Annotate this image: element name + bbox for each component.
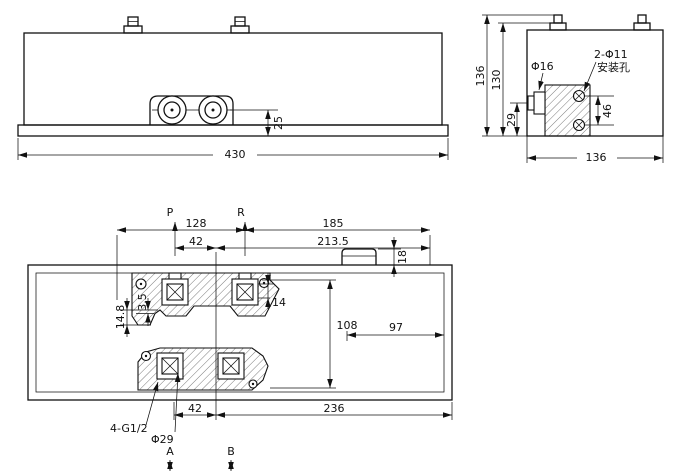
- plan-bore-label: Φ29: [151, 433, 174, 446]
- port-b-label: B: [227, 445, 235, 458]
- side-dim-136v-label: 136: [474, 66, 487, 87]
- plan-dim-97-label: 97: [389, 321, 403, 334]
- plan-dim-3-5-label: 3.5: [136, 293, 149, 311]
- front-plug-base-left: [123, 25, 143, 34]
- plan-connector-boss: [341, 248, 377, 265]
- plan-dim-213-5-label: 213.5: [317, 235, 349, 248]
- plan-dim-14-label: 14: [272, 296, 286, 309]
- side-view-dimensions: 136 130 29 Φ16 2-Φ11 安装孔 46 136: [474, 14, 664, 164]
- port-p-square: [161, 278, 189, 306]
- side-holes-label: 2-Φ11: [594, 48, 628, 61]
- side-body: [526, 29, 664, 137]
- port-p-label: P: [167, 206, 174, 219]
- port-r-label: R: [237, 206, 245, 219]
- side-plug-cap-left: [553, 14, 563, 24]
- plan-dim-236-label: 236: [324, 402, 345, 415]
- side-holes-cn-label: 安装孔: [597, 60, 630, 74]
- plan-dim-18-label: 18: [396, 250, 409, 264]
- front-plug-base-right: [230, 25, 250, 34]
- plan-view: [27, 248, 453, 401]
- front-dim-25-label: 25: [272, 116, 285, 130]
- front-dim-430-label: 430: [225, 148, 246, 161]
- plan-dim-185-label: 185: [323, 217, 344, 230]
- plan-view-dimensions: P R 128 185 42 213.5 18 14: [110, 206, 453, 471]
- side-phi16-label: Φ16: [531, 60, 554, 73]
- plan-dim-42-bottom-label: 42: [188, 402, 202, 415]
- plan-dim-108-label: 108: [337, 319, 358, 332]
- front-view-dimensions: 25 430: [17, 109, 449, 161]
- side-dim-29-label: 29: [505, 113, 518, 127]
- side-dim-130-label: 130: [490, 70, 503, 91]
- plan-dim-42-top-label: 42: [189, 235, 203, 248]
- side-plug-cap-right: [637, 14, 647, 24]
- front-base-plate: [17, 124, 449, 137]
- front-view: [17, 16, 449, 137]
- plan-dim-14-8-label: 14.8: [114, 305, 127, 330]
- side-dim-136h-label: 136: [586, 151, 607, 164]
- side-shaft: [533, 91, 546, 115]
- side-dim-46-label: 46: [601, 104, 614, 118]
- side-view: [526, 14, 664, 137]
- port-a-label: A: [166, 445, 174, 458]
- front-port-boss: [149, 95, 234, 125]
- plan-thread-label: 4-G1/2: [110, 422, 148, 435]
- plan-body-outline: [27, 264, 453, 401]
- plan-dim-128-label: 128: [186, 217, 207, 230]
